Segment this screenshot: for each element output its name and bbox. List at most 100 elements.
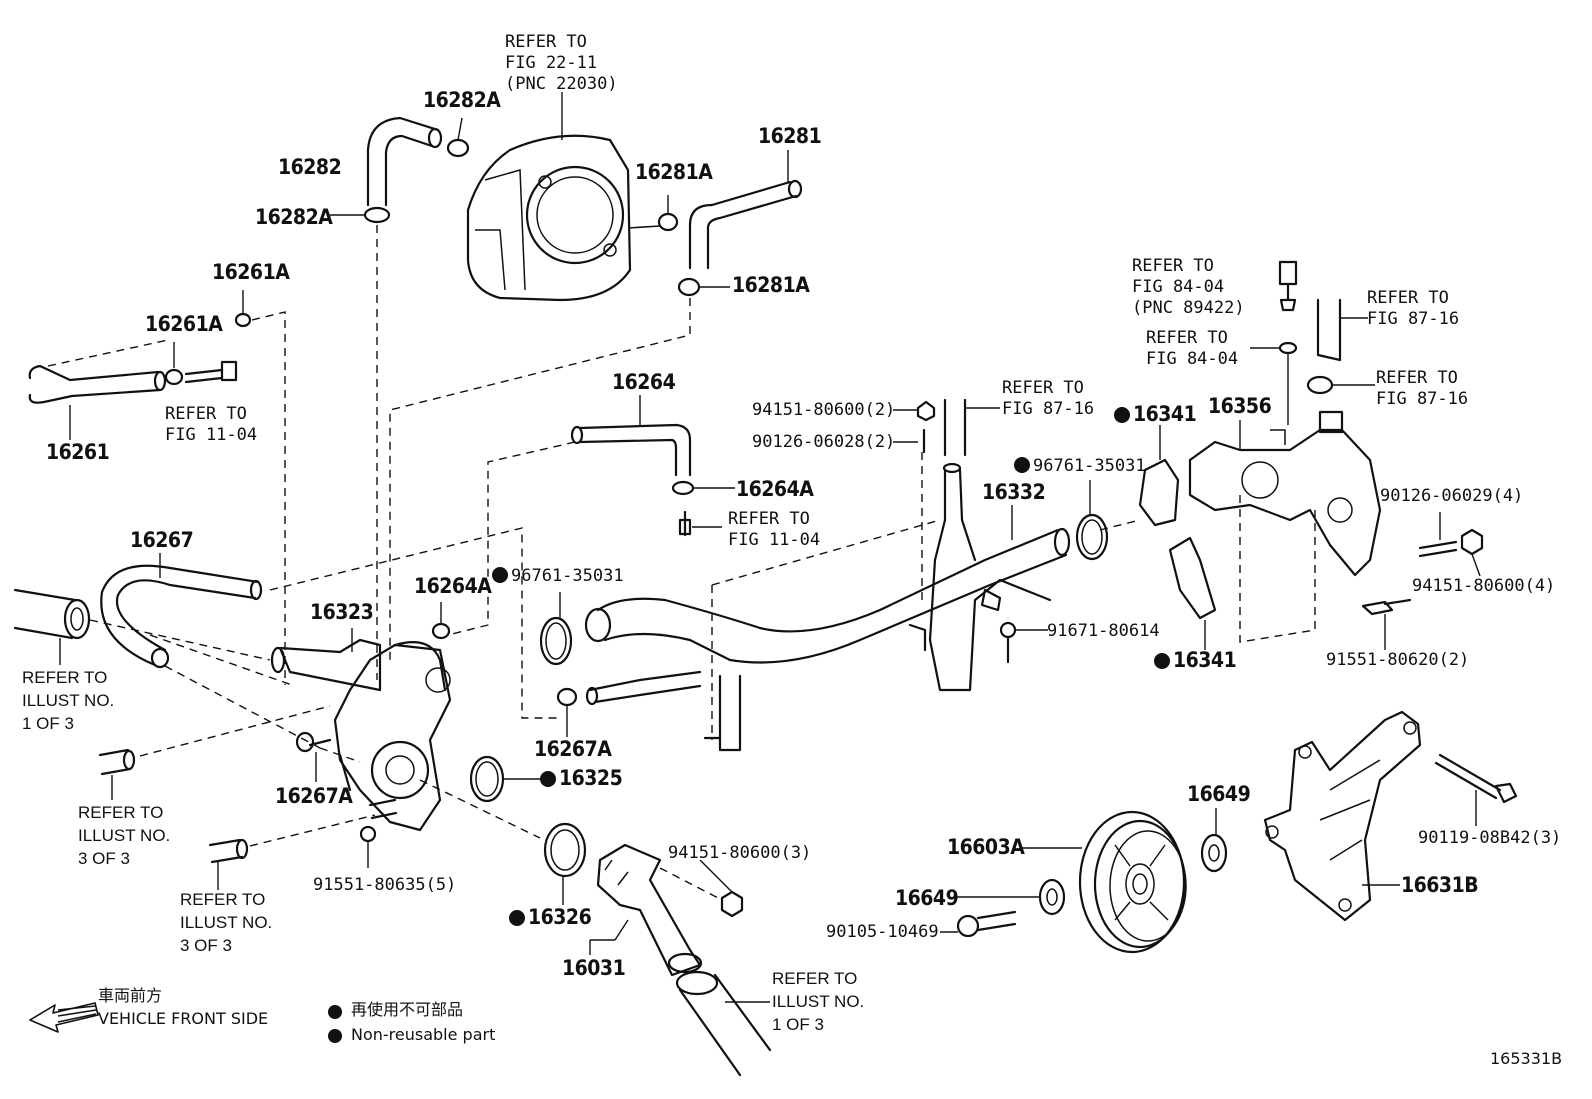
legend-front-jp: 車両前方: [98, 986, 163, 1005]
label-90119-08B42: 90119-08B42(3): [1418, 828, 1562, 848]
bolt-90105: [940, 910, 1017, 938]
throttle-body: [466, 92, 632, 302]
clamp-16281A-top: [627, 195, 679, 232]
gasket-16341-top: [1138, 425, 1180, 527]
label-90105-10469: 90105-10469: [826, 922, 939, 942]
label-16281: 16281: [758, 124, 822, 148]
label-16282A-low: 16282A: [255, 205, 333, 229]
hose-16267: [100, 564, 260, 667]
legend-front-en: VEHICLE FRONT SIDE: [98, 1009, 269, 1028]
clamp-16282A-top: [446, 117, 470, 158]
hose-16264: [578, 423, 692, 477]
label-16341-top: 16341: [1114, 402, 1197, 426]
label-16325: 16325: [540, 766, 623, 790]
ref-illust-3-of-3-b: REFER TO ILLUST NO. 3 OF 3: [180, 890, 273, 955]
label-16649-left: 16649: [895, 886, 959, 910]
washer-16649-left: [956, 878, 1066, 916]
hose-16282: [366, 116, 440, 207]
water-outlet-16031: [589, 843, 703, 977]
washer-fig8404: [1250, 341, 1298, 355]
legend-nonreuse-en: Non-reusable part: [351, 1025, 496, 1044]
label-94151-80600-2: 94151-80600(2): [752, 400, 896, 420]
label-91671-80614: 91671-80614: [1047, 621, 1160, 641]
ref-illust-3-of-3-a: REFER TO ILLUST NO. 3 OF 3: [78, 803, 171, 868]
water-pump-housing: [308, 641, 452, 868]
label-16631B: 16631B: [1401, 873, 1479, 897]
oring-96761-right: [1075, 480, 1109, 561]
clamp-16282A-low: [330, 206, 391, 224]
legend-dot-jp: [328, 1005, 342, 1019]
clamp-fig8716-c: [1306, 375, 1375, 395]
hose-fig8716-b: [1316, 298, 1368, 362]
label-16267: 16267: [130, 528, 194, 552]
ref-fig-84-04-a: REFER TO FIG 84-04 (PNC 89422): [1132, 256, 1245, 318]
pulley-16603A: [1022, 810, 1187, 954]
gasket-16341-low: [1168, 536, 1217, 650]
hose-16261: [28, 364, 162, 404]
bolt-91551-620: [1361, 598, 1412, 650]
label-94151-80600-4: 94151-80600(4): [1412, 576, 1556, 596]
pipe-illust1-a: [13, 588, 271, 665]
hose-16281: [688, 180, 798, 270]
label-16282: 16282: [278, 155, 342, 179]
label-16264: 16264: [612, 370, 676, 394]
label-16649-right: 16649: [1187, 782, 1251, 806]
pipe-illust1-b: [675, 970, 772, 1077]
ref-fig-11-04-b: REFER TO FIG 11-04: [728, 509, 821, 550]
ref-fig-87-16-b: REFER TO FIG 87-16: [1367, 288, 1460, 329]
clamp-16281A-low: [677, 277, 730, 297]
label-91551-80635: 91551-80635(5): [313, 875, 457, 895]
label-90126-06028: 90126-06028(2): [752, 432, 896, 452]
label-91551-80620: 91551-80620(2): [1326, 650, 1470, 670]
washer-16649-right: [1200, 808, 1228, 873]
ref-fig-84-04-b: REFER TO FIG 84-04: [1146, 328, 1239, 369]
ref-fig-22-11: REFER TO FIG 22-11 (PNC 22030): [505, 32, 618, 94]
clamp-16264A: [671, 480, 735, 496]
ref-fig-87-16-a: REFER TO FIG 87-16: [1002, 378, 1095, 419]
label-16264A-left: 16264A: [414, 574, 492, 598]
label-16031: 16031: [562, 956, 626, 980]
label-16267A-mid: 16267A: [534, 737, 612, 761]
label-16282A-top: 16282A: [423, 88, 501, 112]
label-16341-low: 16341: [1154, 648, 1237, 672]
label-16281A-low: 16281A: [732, 273, 810, 297]
label-16326: 16326: [509, 905, 592, 929]
clamp-16267A-mid: [556, 687, 578, 737]
legend-dot-en: [328, 1029, 342, 1043]
pipe-fig8716-a: [943, 398, 967, 457]
label-94151-80600-3: 94151-80600(3): [668, 843, 812, 863]
clamp-16261A: [164, 290, 252, 386]
bolt-90119: [1434, 753, 1518, 826]
label-16356: 16356: [1208, 394, 1272, 418]
nut-94151-2: [893, 400, 936, 422]
water-outlet-16356: [1188, 352, 1382, 577]
label-16267A-left: 16267A: [275, 784, 353, 808]
oring-96761-left: [539, 592, 573, 666]
pipe-illust3-a: [98, 705, 331, 800]
bolt-91671: [999, 621, 1048, 664]
label-16264A-right: 16264A: [736, 477, 814, 501]
water-inlet-16323: [270, 628, 382, 692]
ref-illust-1-of-3-b: REFER TO ILLUST NO. 1 OF 3: [772, 969, 865, 1034]
oring-16325: [469, 755, 540, 803]
label-16603A: 16603A: [947, 835, 1025, 859]
clamp-16264A-left: [431, 602, 451, 640]
label-96761-right: 96761-35031: [1014, 456, 1146, 477]
pipe-illust3-b: [208, 814, 376, 890]
nut-94151-3: [699, 859, 744, 918]
label-16261: 16261: [46, 440, 110, 464]
gasket-16326: [543, 822, 587, 905]
nut-94151-4: [1460, 528, 1484, 577]
bolt-fig1104: [184, 360, 238, 384]
ref-illust-1-of-3-a: REFER TO ILLUST NO. 1 OF 3: [22, 668, 115, 733]
diagram-id: 165331B: [1490, 1049, 1563, 1068]
stud-90126-2: [893, 428, 926, 454]
sensor-fig8404: [1278, 260, 1298, 312]
vehicle-front-arrow: [29, 1002, 99, 1033]
label-16261A-low: 16261A: [145, 312, 223, 336]
bolt-fig1104-b: [678, 510, 722, 537]
stud-90126-4: [1418, 512, 1458, 558]
label-16281A-top: 16281A: [635, 160, 713, 184]
